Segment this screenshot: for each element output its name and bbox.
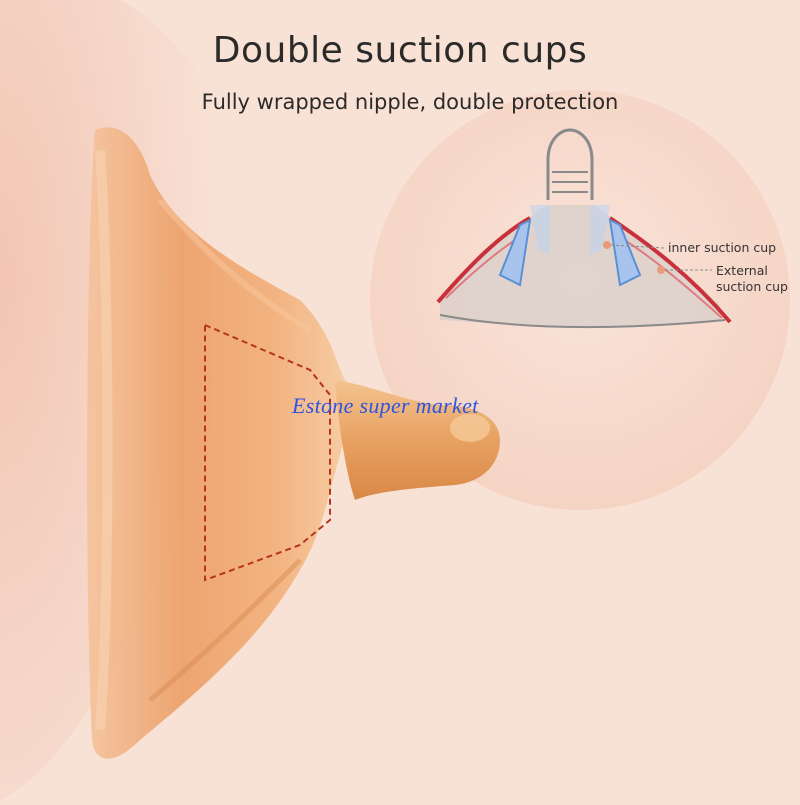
external-suction-cup-label: External suction cup: [716, 263, 788, 295]
page-subtitle: Fully wrapped nipple, double protection: [201, 90, 619, 114]
cross-section-diagram: [436, 128, 732, 328]
inner-suction-cup-label: inner suction cup: [668, 240, 777, 255]
external-label-line2: suction cup: [716, 279, 788, 294]
external-label-line1: External: [716, 263, 768, 278]
nipple-shield-product: [87, 127, 500, 759]
page-title: Double suction cups: [212, 30, 588, 71]
store-watermark: Estone super market: [292, 393, 479, 418]
